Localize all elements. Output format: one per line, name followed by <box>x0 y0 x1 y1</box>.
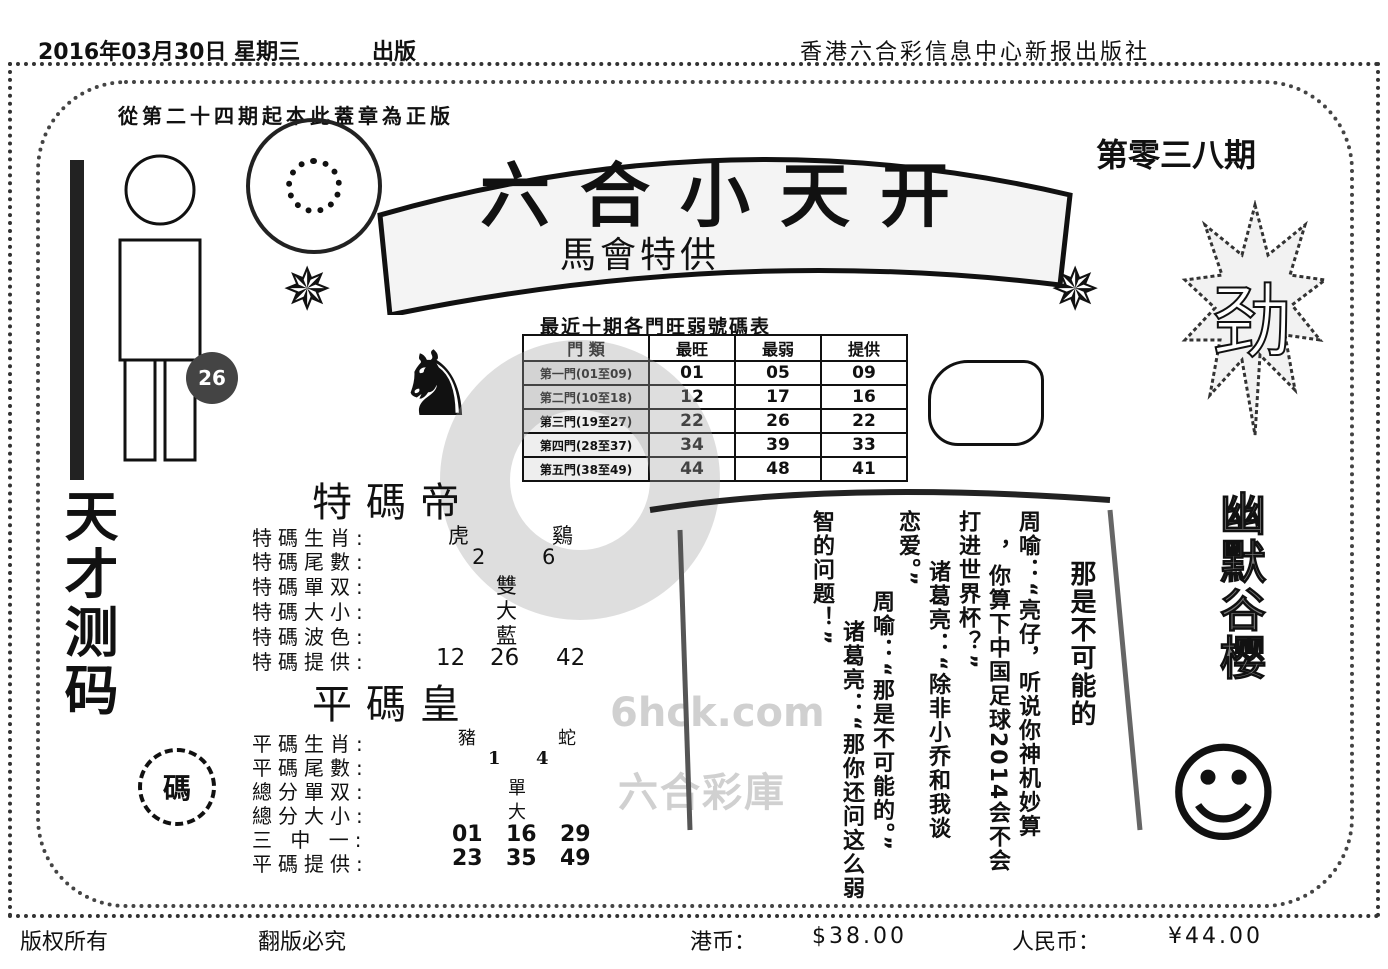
cell: 41 <box>820 456 908 482</box>
copyright-text: 版权所有 <box>20 930 109 955</box>
regular-offer-label: 平碼提供: <box>252 852 369 876</box>
col-header: 提供 <box>820 334 908 362</box>
regular-title: 平碼皇 <box>312 682 474 728</box>
outer-border <box>8 62 1380 918</box>
inner-border <box>36 80 1354 908</box>
hunter-cartoon-icon <box>70 154 202 480</box>
code-badge: 碼 <box>138 748 216 826</box>
special-oddeven-label: 特碼單双: <box>252 575 369 599</box>
cell: 17 <box>734 384 822 410</box>
publish-label: 出版 <box>372 40 417 65</box>
publisher-name: 香港六合彩信息中心新报出版社 <box>800 40 1151 65</box>
special-tail-label: 特碼尾數: <box>252 550 369 574</box>
right-slogan: 幽默谷樱 <box>1213 490 1268 683</box>
joke-column: 恋爱。” <box>895 510 920 588</box>
joke-column: ，你算下中国足球2014会不会 <box>985 540 1010 874</box>
hkd-label: 港币： <box>690 930 757 955</box>
regular-tail-label: 平碼尾數: <box>252 756 369 780</box>
special-tail-2: 6 <box>542 545 556 569</box>
special-offer-3: 42 <box>556 645 586 671</box>
ox-icon <box>928 360 1044 446</box>
piracy-text: 翻版必究 <box>258 930 347 955</box>
regular-tail-1: 1 <box>488 748 501 769</box>
cell: 33 <box>820 432 908 458</box>
watermark-name: 六合彩庫 <box>618 770 786 816</box>
joke-column: 诸葛亮：“那你还问这么弱 <box>839 620 864 901</box>
special-color: 藍 <box>496 624 517 648</box>
regular-zodiac-2: 蛇 <box>558 728 576 749</box>
special-oddeven: 雙 <box>496 574 517 598</box>
special-zodiac-1: 虎 <box>448 524 469 548</box>
regular-oddeven: 單 <box>508 778 526 799</box>
three-hit-one-2: 16 <box>506 822 537 847</box>
joke-column: 诸葛亮：“除非小乔和我谈 <box>925 560 950 841</box>
regular-offer-3: 49 <box>560 846 591 871</box>
rmb-price: ¥44.00 <box>1168 924 1263 949</box>
special-zodiac-label: 特碼生肖: <box>252 526 369 550</box>
cell: 05 <box>734 360 822 386</box>
col-header: 最旺 <box>648 334 736 362</box>
burst-char: 劲 <box>1211 275 1293 370</box>
cell: 39 <box>734 432 822 458</box>
regular-offer-1: 23 <box>452 846 483 871</box>
special-tail-1: 2 <box>472 545 486 569</box>
banner-ribbon-icon <box>377 156 1073 315</box>
cell: 22 <box>820 408 908 434</box>
door-table-title: 最近十期各門旺弱號碼表 <box>540 316 772 338</box>
special-size: 大 <box>496 599 517 623</box>
regular-size-label: 總分大小: <box>252 804 369 828</box>
hkd-price: $38.00 <box>812 924 907 949</box>
starburst-icon <box>1181 200 1329 436</box>
regular-zodiac-1: 豬 <box>458 728 476 749</box>
cell: 48 <box>734 456 822 482</box>
special-zodiac-2: 鷄 <box>552 524 573 548</box>
joke-column: 周喻：“亮仔，听说你神机妙算 <box>1015 510 1040 839</box>
joke-column: 周喻：“那是不可能的。” <box>869 590 894 852</box>
three-hit-one-1: 01 <box>452 822 483 847</box>
issue-date: 2016年03月30日 星期三 <box>38 40 301 65</box>
banner-title: 六合小天开 <box>480 155 980 237</box>
special-offer-2: 26 <box>490 645 520 671</box>
brush-strokes-icon <box>649 489 1143 831</box>
official-seal-icon <box>246 118 382 254</box>
rmb-label: 人民币： <box>1012 930 1101 955</box>
regular-offer-2: 35 <box>506 846 537 871</box>
special-color-label: 特碼波色: <box>252 625 369 649</box>
issue-number: 第零三八期 <box>1096 136 1257 174</box>
special-offer-1: 12 <box>436 645 466 671</box>
special-offer-label: 特碼提供: <box>252 650 369 674</box>
three-hit-one-3: 29 <box>560 822 591 847</box>
regular-zodiac-label: 平碼生肖: <box>252 732 369 756</box>
number-ball: 26 <box>186 352 238 404</box>
three-hit-one-label: 三 中 一: <box>252 828 368 852</box>
cell: 26 <box>734 408 822 434</box>
left-slogan: 天才测码 <box>55 488 119 720</box>
joke-column: 智的问题！” <box>809 510 834 647</box>
cell: 09 <box>820 360 908 386</box>
regular-size: 大 <box>508 802 526 823</box>
special-size-label: 特碼大小: <box>252 600 369 624</box>
cell: 16 <box>820 384 908 410</box>
regular-tail-2: 4 <box>536 748 549 769</box>
compass-star-icon: ✵ <box>282 255 333 325</box>
watermark-site: 6hck.com <box>610 690 825 736</box>
col-header: 最弱 <box>734 334 822 362</box>
special-title: 特碼帝 <box>312 480 474 526</box>
regular-oddeven-label: 總分單双: <box>252 780 369 804</box>
warrior-cartoon-icon: ☺ <box>1166 730 1281 858</box>
big-quote: 那是不可能的 <box>1066 560 1096 728</box>
compass-star-icon: ✵ <box>1050 255 1101 325</box>
banner-subtitle: 馬會特供 <box>560 235 721 276</box>
joke-column: 打进世界杯？” <box>955 510 980 671</box>
